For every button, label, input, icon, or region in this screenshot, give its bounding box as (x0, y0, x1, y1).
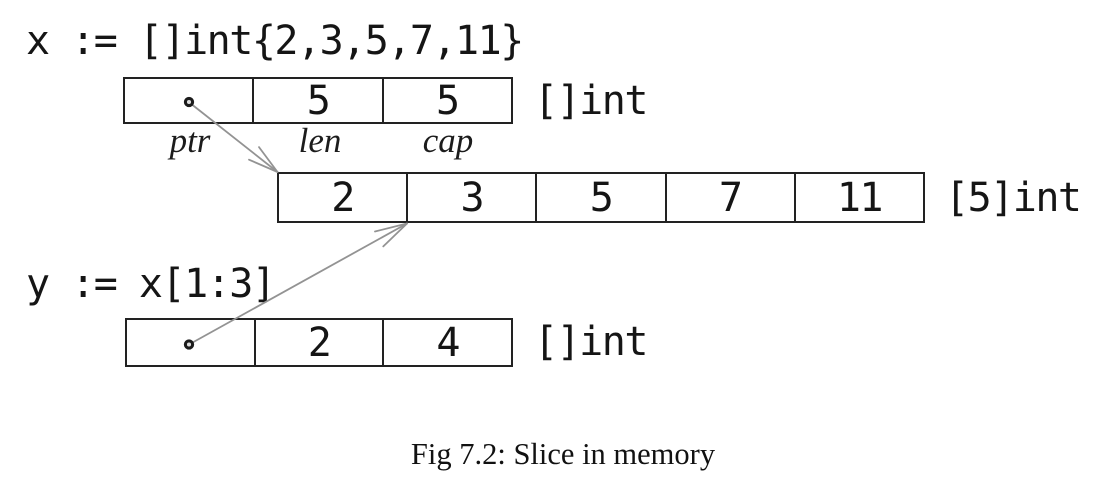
slice-header-y: 2 4 (125, 318, 513, 367)
slice-y-type-label: []int (534, 318, 648, 365)
slice-x-cap-cell: 5 (381, 79, 511, 122)
slice-x-len-cell: 5 (252, 79, 381, 122)
slice-x-ptr-label: ptr (169, 121, 211, 160)
slice-x-type-label: []int (534, 77, 648, 124)
slice-x-ptr-cell (125, 79, 252, 122)
array-box: 2 3 5 7 11 (277, 172, 925, 223)
slice-x-cap-label: cap (422, 121, 474, 160)
slice-y-cap-cell: 4 (382, 320, 511, 365)
array-cell-3: 7 (664, 174, 794, 221)
slice-y-len-cell: 2 (253, 320, 383, 365)
code-declaration-x: x := []int{2,3,5,7,11} (26, 18, 524, 64)
figure-caption: Fig 7.2: Slice in memory (410, 437, 716, 471)
slice-x-len-label: len (298, 121, 342, 160)
array-cell-4: 11 (793, 174, 923, 221)
slice-y-ptr-cell (127, 320, 254, 365)
array-cell-2: 5 (535, 174, 664, 221)
code-declaration-y: y := x[1:3] (26, 261, 276, 307)
array-cell-0: 2 (331, 174, 355, 221)
array-cell-1: 3 (406, 174, 535, 221)
array-type-label: [5]int (945, 174, 1082, 221)
slice-header-x: 5 5 (123, 77, 513, 124)
